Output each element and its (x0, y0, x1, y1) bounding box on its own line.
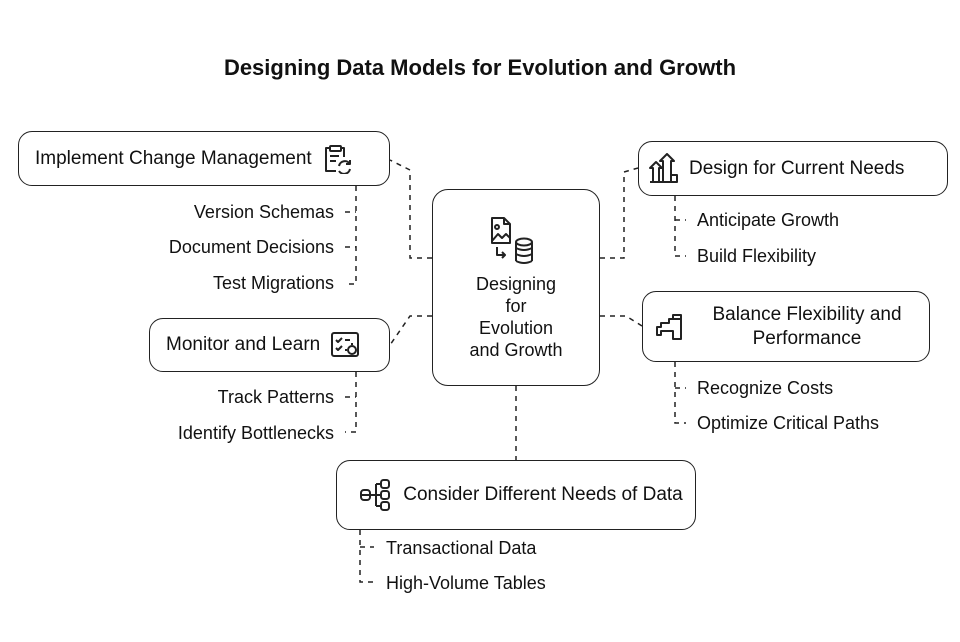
branch-label: Balance Flexibility and Performance (712, 303, 902, 349)
sub-ticks-change (345, 211, 356, 248)
sub-item-document-decisions: Document Decisions (168, 237, 334, 257)
sub-item-test-migrations: Test Migrations (212, 273, 334, 293)
growth-arrows-icon (649, 152, 679, 185)
pipe-icon (655, 313, 687, 341)
sub-item-optimize-critical-paths: Optimize Critical Paths (697, 413, 880, 433)
image-to-database-icon (487, 215, 545, 267)
sub-item-anticipate-growth: Anticipate Growth (697, 210, 840, 230)
sub-item-high-volume-tables: High-Volume Tables (386, 573, 546, 593)
branch-label: Monitor and Learn (166, 334, 321, 355)
branch-current-needs: Design for Current Needs (638, 141, 948, 196)
branch-balance: Balance Flexibility and Performance (642, 291, 930, 362)
center-node: Designing for Evolution and Growth (432, 189, 600, 386)
connector-balance (600, 315, 643, 327)
sub-connector-current (674, 196, 686, 257)
branch-label: Implement Change Management (35, 147, 312, 169)
branch-monitor-learn: Monitor and Learn (149, 318, 390, 372)
connector-change-management (389, 159, 432, 259)
branch-needs-of-data: Consider Different Needs of Data (336, 460, 696, 530)
connector-monitor (389, 315, 432, 346)
branch-label: Consider Different Needs of Data (403, 484, 683, 505)
sub-connector-data (359, 530, 374, 583)
sub-item-version-schemas: Version Schemas (193, 202, 334, 222)
clipboard-refresh-icon (322, 144, 352, 174)
sub-item-transactional-data: Transactional Data (386, 538, 537, 558)
sub-connector-balance (674, 362, 686, 424)
checklist-gear-icon (330, 330, 362, 360)
branch-change-management: Implement Change Management (18, 131, 390, 186)
sub-item-recognize-costs: Recognize Costs (697, 378, 834, 398)
sub-connector-change (345, 186, 357, 285)
sub-item-identify-bottlenecks: Identify Bottlenecks (177, 423, 334, 443)
connector-current-needs (600, 167, 639, 259)
branch-label: Design for Current Needs (689, 157, 905, 179)
center-label: Designing for Evolution and Growth (469, 273, 563, 360)
diagram-title: Designing Data Models for Evolution and … (223, 55, 737, 80)
sub-item-build-flexibility: Build Flexibility (697, 246, 817, 266)
sub-connector-monitor (345, 372, 357, 433)
sub-item-track-patterns: Track Patterns (217, 387, 334, 407)
database-tree-icon (359, 479, 393, 511)
